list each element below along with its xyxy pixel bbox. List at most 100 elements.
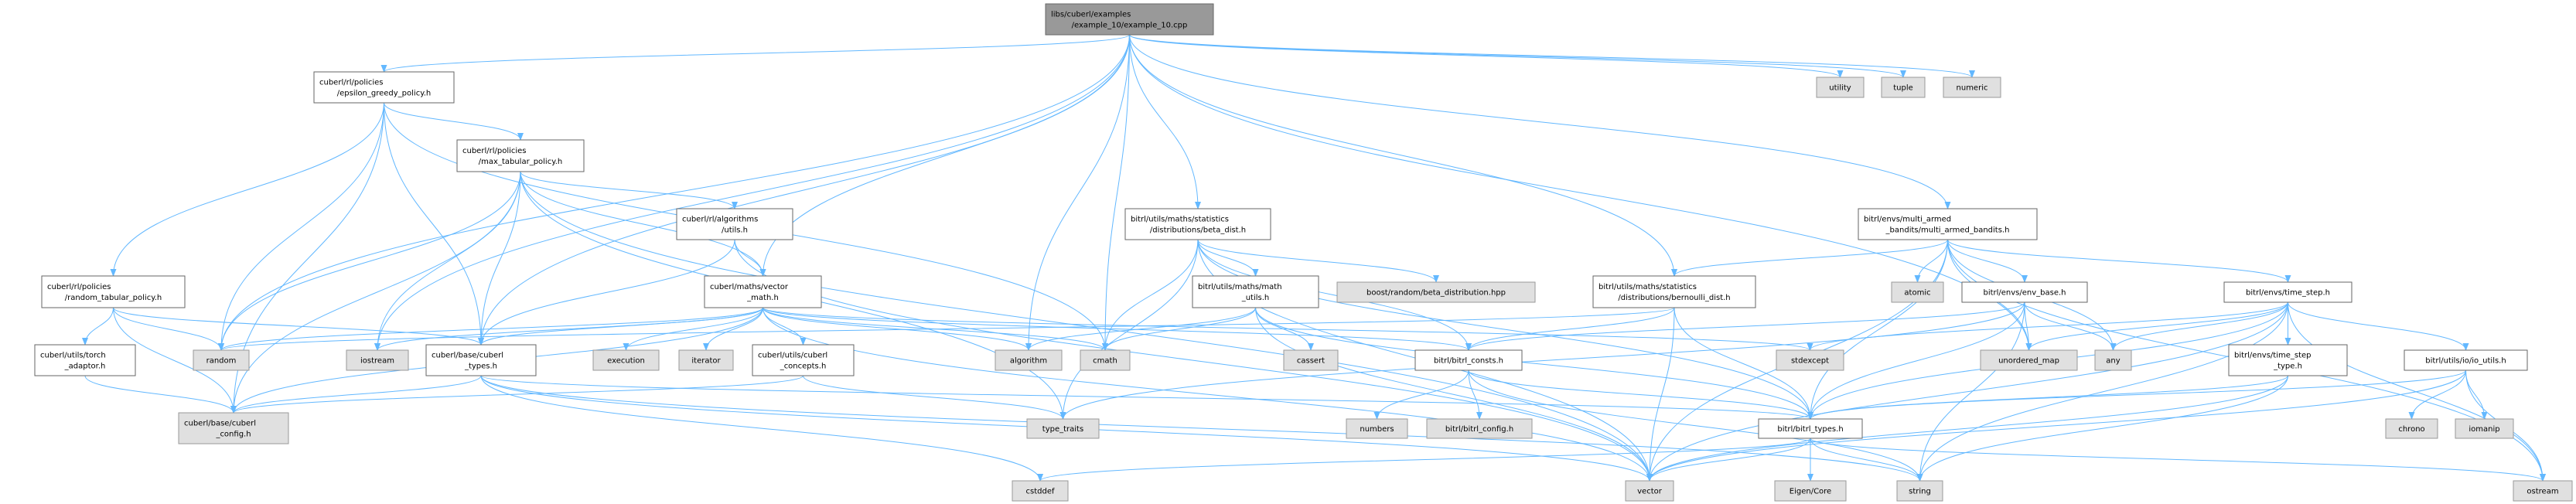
node-cassert[interactable]: cassert (1283, 349, 1339, 371)
edge-io_utils-to-chrono (2408, 369, 2466, 420)
edge-root-to-numeric (1129, 34, 1975, 78)
node-box (704, 275, 822, 308)
node-numbers[interactable]: numbers (1346, 418, 1408, 439)
node-bernoulli[interactable]: bitrl/utils/maths/statistics/distributio… (1592, 275, 1756, 308)
node-alg-utils[interactable]: cuberl/rl/algorithms/utils.h (676, 208, 793, 240)
node-label: _types.h (464, 363, 497, 371)
node-label: bitrl/bitrl_consts.h (1434, 357, 1503, 366)
node-label: cuberl/maths/vector (710, 283, 789, 291)
node-iostream[interactable]: iostream (346, 349, 409, 371)
node-utility[interactable]: utility (1816, 77, 1865, 98)
node-tuple[interactable]: tuple (1881, 77, 1926, 98)
node-vector[interactable]: vector (1625, 480, 1674, 502)
node-label: cuberl/base/cuberl (184, 420, 256, 428)
node-epsilon[interactable]: cuberl/rl/policies/epsilon_greedy_policy… (313, 71, 455, 104)
node-ostream[interactable]: ostream (2513, 480, 2573, 502)
edge-mab-to-bernoulli (1671, 239, 1948, 277)
node-beta-dist[interactable]: bitrl/utils/maths/statistics/distributio… (1124, 208, 1271, 240)
node-env-base[interactable]: bitrl/envs/env_base.h (1961, 281, 2088, 303)
node-box (2513, 480, 2573, 502)
node-time-step[interactable]: bitrl/envs/time_step.h (2223, 281, 2353, 303)
node-bitrl-types[interactable]: bitrl/bitrl_types.h (1758, 418, 1863, 439)
node-bitrl-consts[interactable]: bitrl/bitrl_consts.h (1414, 349, 1523, 371)
node-algorithm[interactable]: algorithm (995, 349, 1063, 371)
node-max-tabular[interactable]: cuberl/rl/policies/max_tabular_policy.h (456, 139, 585, 172)
node-atomic[interactable]: atomic (1891, 281, 1944, 303)
node-label: chrono (2398, 425, 2424, 434)
node-label: cassert (1297, 357, 1325, 366)
node-unordered-map[interactable]: unordered_map (1980, 349, 2078, 371)
edge-root-to-random (218, 34, 1130, 351)
edge-bitrl_consts-to-bitrl_types (1468, 369, 1813, 420)
node-root[interactable]: libs/cuberl/examples/example_10/example_… (1045, 3, 1214, 36)
edge-epsilon-to-cuberl_types (384, 102, 484, 346)
node-label: _utils.h (1241, 294, 1270, 302)
node-random[interactable]: random (193, 349, 250, 371)
node-vector-math[interactable]: cuberl/maths/vector_math.h (704, 275, 822, 308)
node-label: any (2106, 357, 2120, 366)
node-numeric[interactable]: numeric (1943, 77, 2001, 98)
node-label: libs/cuberl/examples (1051, 11, 1131, 19)
node-label: bitrl/envs/env_base.h (1983, 289, 2066, 298)
node-label: _concepts.h (780, 363, 827, 371)
node-label: /example_10/example_10.cpp (1072, 22, 1188, 30)
node-time-step-type[interactable]: bitrl/envs/time_step_type.h (2228, 344, 2348, 376)
node-box (1592, 275, 1756, 308)
node-cuberl-config[interactable]: cuberl/base/cuberl_config.h (178, 412, 289, 444)
node-label: unordered_map (1998, 357, 2059, 366)
node-execution[interactable]: execution (592, 349, 660, 371)
edge-vector_math-to-random (218, 307, 763, 351)
node-iomanip[interactable]: iomanip (2455, 418, 2514, 439)
node-mab[interactable]: bitrl/envs/multi_armed _bandits/multi_arm… (1858, 208, 2038, 240)
node-concepts[interactable]: cuberl/utils/cuberl_concepts.h (752, 344, 855, 376)
node-box (1891, 281, 1944, 303)
node-label: cuberl/base/cuberl (432, 352, 503, 360)
nodes-layer: libs/cuberl/examples/example_10/example_… (34, 3, 2573, 502)
edge-vector_math-to-vector (763, 307, 1653, 482)
node-box (1346, 418, 1408, 439)
edge-random_tabular-to-cuberl_types (113, 307, 484, 346)
edge-mab-to-atomic (1914, 239, 1948, 283)
node-torch-adaptor[interactable]: cuberl/utils/torch_adaptor.h (34, 344, 136, 376)
node-label: iomanip (2469, 425, 2499, 434)
edge-env_base-to-string (1916, 301, 2025, 482)
node-box (676, 208, 793, 240)
node-string[interactable]: string (1896, 480, 1943, 502)
edge-time_step-to-stdexcept (1807, 301, 2288, 351)
node-random-tabular[interactable]: cuberl/rl/policies/random_tabular_policy… (41, 275, 186, 308)
node-label: _bandits/multi_armed_bandits.h (1885, 226, 2010, 235)
node-math-utils[interactable]: bitrl/utils/maths/math_utils.h (1192, 275, 1319, 308)
edge-bitrl_consts-to-numbers (1373, 369, 1469, 420)
node-box (1012, 480, 1069, 502)
edge-vector_math-to-execution (623, 307, 763, 351)
node-box (1045, 3, 1214, 36)
edge-root-to-cmath (1102, 34, 1130, 351)
node-chrono[interactable]: chrono (2385, 418, 2438, 439)
node-label: algorithm (1010, 357, 1047, 366)
node-cmath[interactable]: cmath (1080, 349, 1131, 371)
edge-max_tabular-to-random (218, 171, 521, 351)
node-stdexcept[interactable]: stdexcept (1776, 349, 1844, 371)
edge-bitrl_types-to-string (1810, 438, 1923, 482)
node-label: /distributions/beta_dist.h (1150, 226, 1246, 235)
node-label: bitrl/utils/maths/statistics (1598, 283, 1697, 291)
edge-time_step-to-io_utils (2288, 301, 2469, 351)
node-bitrl-config[interactable]: bitrl/bitrl_config.h (1426, 418, 1533, 439)
node-any[interactable]: any (2094, 349, 2132, 371)
node-label: bitrl/envs/multi_armed (1864, 216, 1951, 224)
node-iterator[interactable]: iterator (678, 349, 734, 371)
node-eigen[interactable]: Eigen/Core (1774, 480, 1847, 502)
node-label: cstddef (1026, 488, 1055, 496)
node-type-traits[interactable]: type_traits (1026, 418, 1100, 439)
edge-bernoulli-to-bitrl_types (1674, 307, 1813, 420)
edge-time_step-to-string (1916, 301, 2288, 482)
node-cstddef[interactable]: cstddef (1012, 480, 1069, 502)
edge-beta_dist-to-math_utils (1197, 239, 1259, 277)
edge-mab-to-env_base (1947, 239, 2028, 283)
node-boost-beta[interactable]: boost/random/beta_distribution.hpp (1336, 281, 1536, 303)
node-cuberl-types[interactable]: cuberl/base/cuberl _types.h (425, 344, 537, 376)
edge-env_base-to-bitrl_consts (1465, 301, 2025, 351)
node-io-utils[interactable]: bitrl/utils/io/io_utils.h (2404, 349, 2528, 371)
node-box (425, 344, 537, 376)
node-label: numeric (1957, 84, 1988, 93)
